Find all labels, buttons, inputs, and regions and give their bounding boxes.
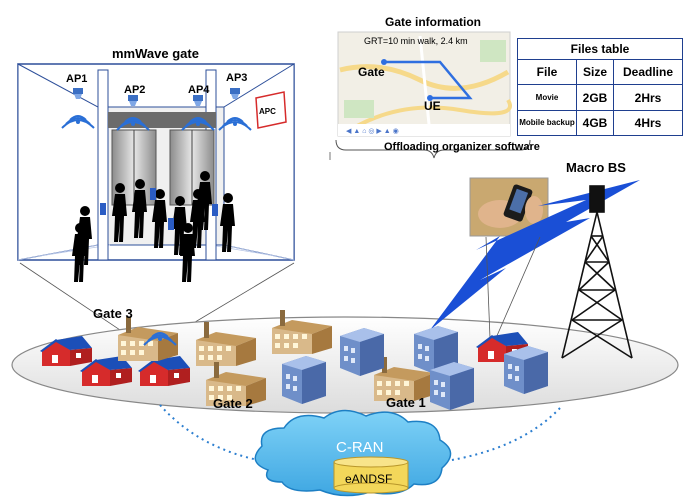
eandsf-label: eANDSF xyxy=(345,472,392,486)
gate3-label: Gate 3 xyxy=(93,306,133,321)
gate-info-title: Gate information xyxy=(385,15,481,29)
phone-icon xyxy=(100,203,106,215)
file-name-cell: Movie xyxy=(517,84,577,111)
cran-label: C-RAN xyxy=(336,439,384,456)
gate-marker xyxy=(381,59,387,65)
file-size-cell: 4GB xyxy=(576,109,614,137)
table-row: Movie 2GB 2Hrs xyxy=(517,84,683,111)
eandsf-database xyxy=(333,456,409,494)
apc-device xyxy=(255,91,287,129)
phone-icon xyxy=(150,188,156,200)
grt-text: GRT=10 min walk, 2.4 km xyxy=(364,36,468,46)
building-icon xyxy=(282,356,326,404)
map-nav-icons: ◀ ▲ ⌂ ◎ ▶ ▲ ◉ xyxy=(346,128,399,135)
building-icon xyxy=(504,346,548,394)
table-row: Mobile backup 4GB 4Hrs xyxy=(517,109,683,137)
file-deadline-cell: 2Hrs xyxy=(613,84,683,111)
ap2-label: AP2 xyxy=(124,84,145,96)
file-name-cell: Mobile backup xyxy=(517,109,577,137)
ap4-label: AP4 xyxy=(188,84,210,96)
route-line xyxy=(384,60,473,100)
files-table-header-deadline: Deadline xyxy=(613,59,683,86)
fronthaul-link-left xyxy=(159,404,269,463)
gate-info-map: ◀ ▲ ⌂ ◎ ▶ ▲ ◉ xyxy=(337,31,512,137)
file-size-cell: 2GB xyxy=(576,84,614,111)
building-icon xyxy=(340,328,384,376)
gate1-label: Gate 1 xyxy=(386,395,426,410)
gate2-label: Gate 2 xyxy=(213,396,253,411)
macro-bs-label: Macro BS xyxy=(566,160,626,175)
ue-marker xyxy=(427,95,433,101)
building-icon xyxy=(430,362,474,410)
ap3-label: AP3 xyxy=(226,72,247,84)
files-table-header-file: File xyxy=(517,59,577,86)
mmwave-gate-scene: APC xyxy=(17,63,295,282)
macro-bs-tower xyxy=(561,185,633,359)
software-brace xyxy=(335,139,531,159)
ap1-label: AP1 xyxy=(66,73,87,85)
phone-link-line xyxy=(495,236,541,339)
files-table: Files table File Size Deadline Movie 2GB… xyxy=(517,37,683,137)
fronthaul-link-right xyxy=(439,407,561,463)
map-ue-label: UE xyxy=(424,99,441,113)
house-icon xyxy=(40,336,92,366)
zoom-line-left xyxy=(19,262,136,341)
apc-label: APC xyxy=(259,107,276,116)
offloading-label: Offloading organizer software xyxy=(384,141,540,153)
phone-icon xyxy=(168,218,174,230)
file-deadline-cell: 4Hrs xyxy=(613,109,683,137)
files-table-header-size: Size xyxy=(576,59,614,86)
phone-link-line xyxy=(485,236,491,339)
phone-icon xyxy=(212,204,218,216)
mmwave-gate-title: mmWave gate xyxy=(112,46,199,61)
map-gate-label: Gate xyxy=(358,65,385,79)
files-table-title: Files table xyxy=(517,37,683,61)
